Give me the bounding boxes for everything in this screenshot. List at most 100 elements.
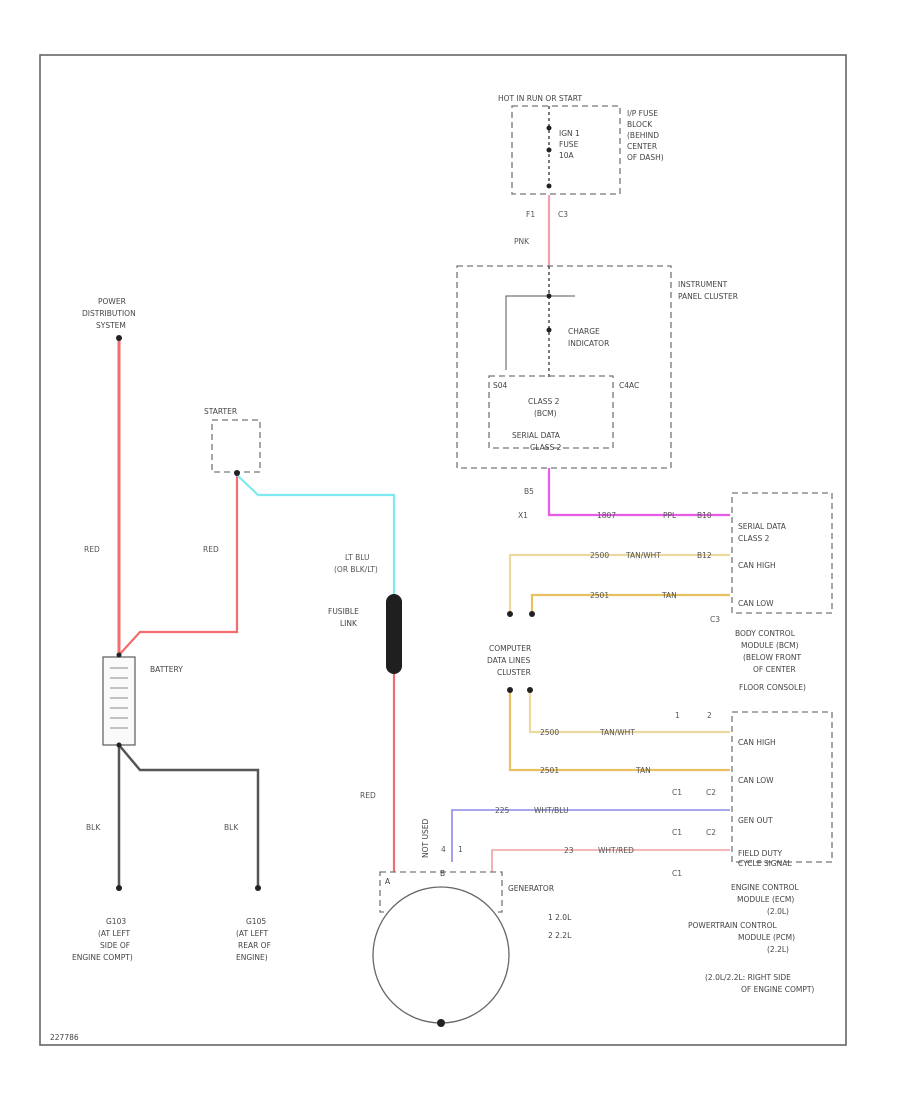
bcm-label-4: OF CENTER	[753, 665, 796, 674]
ip-fuse-block-line1: I/P FUSE	[627, 109, 658, 118]
g103-line3: SIDE OF	[100, 941, 130, 950]
circuit-2501-bcm: 2501	[590, 591, 609, 600]
wire-lt-blu	[236, 474, 396, 598]
battery-cells	[110, 667, 128, 729]
battery-body	[102, 656, 136, 746]
wire-red-starter	[118, 475, 239, 656]
bcm-pin-serial-2: CLASS 2	[738, 534, 770, 543]
ign1-fuse-line1: IGN 1	[559, 129, 580, 138]
wire-blk-g105	[118, 744, 260, 888]
pin-1: 1	[458, 845, 463, 854]
power-dist-line3: SYSTEM	[96, 321, 126, 330]
battery-negative-terminal	[116, 742, 122, 748]
cdl-node-4	[527, 687, 533, 693]
wires	[117, 195, 730, 888]
engine-control-module: 1 2 CAN HIGH CAN LOW GEN OUT FIELD DUTY …	[495, 711, 833, 994]
g105-line4: ENGINE)	[236, 953, 268, 962]
ign1-fuse-line3: 10A	[559, 151, 575, 160]
wire-label-lt-blu-2: (OR BLK/LT)	[334, 565, 378, 574]
power-source-area: POWER DISTRIBUTION SYSTEM RED STARTER RE…	[72, 297, 271, 962]
class2-interface-box	[488, 375, 614, 449]
cluster-label-line1: INSTRUMENT	[678, 280, 728, 289]
fuse-terminal-bottom	[546, 183, 552, 189]
wire-tan-can-low-ecm	[508, 690, 730, 772]
connector-b12: B12	[697, 551, 712, 560]
ecm-conn-c1-c: C1	[672, 869, 682, 878]
cluster-box	[456, 265, 672, 469]
ip-fuse-block-line4: CENTER	[627, 142, 657, 151]
g105-line3: REAR OF	[238, 941, 271, 950]
wire-tan-wht-can-high-ecm	[528, 690, 730, 734]
hot-run-start-label: HOT IN RUN OR START	[498, 94, 582, 103]
starter-label: STARTER	[204, 407, 237, 416]
cluster-internal-ground	[505, 295, 575, 370]
bcm-label-1: BODY CONTROL	[735, 629, 796, 638]
class2-line1: CLASS 2	[528, 397, 560, 406]
cluster-tag-left: S04	[493, 381, 508, 390]
cluster-node	[546, 293, 552, 299]
fusible-link-line1: FUSIBLE	[328, 607, 359, 616]
power-dist-line1: POWER	[98, 297, 126, 306]
class2-line3: SERIAL DATA	[512, 431, 561, 440]
wire-label-blk-g103: BLK	[86, 823, 101, 832]
wire-label-wht-red: WHT/RED	[598, 846, 634, 855]
fuse-block-area: HOT IN RUN OR START IGN 1 FUSE 10A I/P F…	[498, 94, 664, 246]
ecm-label-1: ENGINE CONTROL	[731, 883, 800, 892]
charge-indicator-bulb	[546, 327, 552, 333]
g103-line4: ENGINE COMPT)	[72, 953, 133, 962]
bcm-pin-serial-1: SERIAL DATA	[738, 522, 787, 531]
wire-ppl-serial-data	[547, 468, 730, 517]
wire-wht-red-field-duty	[491, 849, 730, 872]
wire-label-red-starter: RED	[203, 545, 219, 554]
g103-line1: G103	[106, 917, 126, 926]
ecm-conn-c2-a: C2	[706, 788, 716, 797]
ecm-label-5: MODULE (PCM)	[738, 933, 795, 942]
wire-wht-blu-gen-out	[451, 809, 730, 862]
ecm-label-7: (2.0L/2.2L: RIGHT SIDE	[705, 973, 791, 982]
connector-x1: X1	[518, 511, 528, 520]
cdl-node-2	[529, 611, 535, 617]
wire-label-wht-blu: WHT/BLU	[534, 806, 569, 815]
circuit-225: 225	[495, 806, 510, 815]
ecm-label-6: (2.2L)	[767, 945, 789, 954]
g105-line2: (AT LEFT	[236, 929, 269, 938]
bcm-label-3: (BELOW FRONT	[743, 653, 801, 662]
fuse-terminal-top	[546, 125, 552, 131]
generator-pin-a: A	[385, 877, 391, 886]
ip-fuse-block-box	[511, 105, 621, 195]
cdl-line2: DATA LINES	[487, 656, 530, 665]
charge-indicator-line2: INDICATOR	[568, 339, 609, 348]
wire-label-lt-blu-1: LT BLU	[345, 553, 370, 562]
battery-positive-terminal	[116, 652, 122, 658]
wire-label-tan-bcm: TAN	[661, 591, 677, 600]
ip-fuse-block-line5: OF DASH)	[627, 153, 664, 162]
connector-c3-fuse: C3	[558, 210, 568, 219]
wire-label-red-gen: RED	[360, 791, 376, 800]
charge-indicator-line1: CHARGE	[568, 327, 600, 336]
ecm-pin-can-high: CAN HIGH	[738, 738, 776, 747]
wire-tan-can-low-bcm	[530, 593, 730, 612]
ecm-col-2: 2	[707, 711, 712, 720]
ecm-pin-can-low: CAN LOW	[738, 776, 774, 785]
connector-b5: B5	[524, 487, 534, 496]
ecm-col-1: 1	[675, 711, 680, 720]
generator-ground-terminal	[437, 1019, 445, 1027]
circuit-1807: 1807	[597, 511, 616, 520]
starter-box	[211, 419, 261, 473]
cdl-node-1	[507, 611, 513, 617]
class2-line2: (BCM)	[534, 409, 557, 418]
ecm-label-8: OF ENGINE COMPT)	[741, 985, 814, 994]
ecm-label-2: MODULE (ECM)	[737, 895, 794, 904]
wire-tan-wht-can-high-bcm	[508, 553, 730, 612]
cluster-label-line2: PANEL CLUSTER	[678, 292, 738, 301]
power-dist-terminal	[116, 335, 122, 341]
bcm-label-5: FLOOR CONSOLE)	[739, 683, 806, 692]
connector-f1: F1	[526, 210, 535, 219]
ip-fuse-block-line2: BLOCK	[627, 120, 653, 129]
starter-terminal	[234, 470, 240, 476]
cluster-tag-right: C4AC	[619, 381, 639, 390]
bcm-label-2: MODULE (BCM)	[741, 641, 799, 650]
ign1-fuse-line2: FUSE	[559, 140, 579, 149]
ecm-pin-cycle-signal: CYCLE SIGNAL	[738, 859, 792, 868]
